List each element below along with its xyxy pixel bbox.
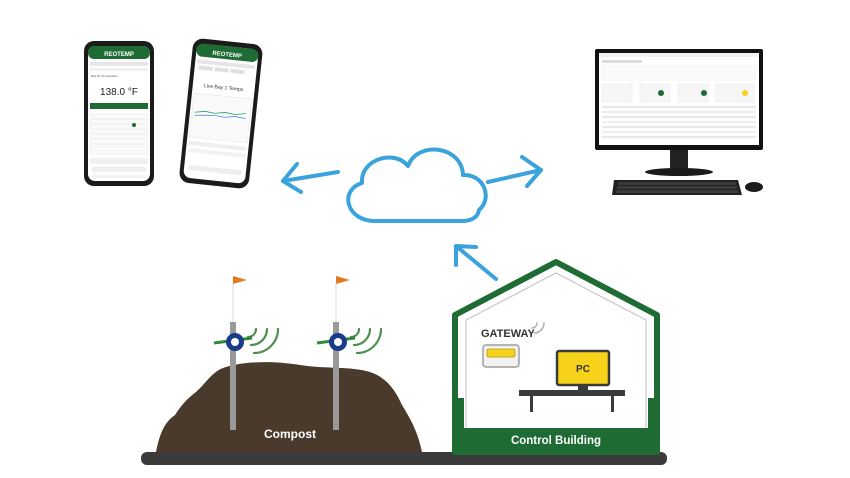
phone2-brand: REOTEMP bbox=[212, 51, 242, 60]
arrow-right-icon bbox=[486, 155, 543, 188]
compost-label: Compost bbox=[264, 427, 316, 441]
cloud-icon bbox=[346, 147, 488, 223]
keyboard bbox=[612, 180, 742, 195]
flag-icon bbox=[233, 276, 247, 284]
arrow-left-icon bbox=[281, 162, 340, 194]
phone1-reading: 138.0 °F bbox=[100, 87, 138, 98]
gateway-label: GATEWAY bbox=[481, 328, 535, 340]
control-building-label: Control Building bbox=[511, 435, 601, 447]
phone-left: REOTEMP Bay #1 Temperature 138.0 °F bbox=[84, 41, 154, 186]
wifi-signal-icon bbox=[246, 327, 280, 355]
mouse bbox=[745, 182, 763, 192]
sensor-probe-left bbox=[213, 276, 280, 430]
pc-desk: PC bbox=[519, 349, 625, 412]
ground-line bbox=[141, 452, 667, 465]
phone2-subtitle: Live Bay 1 Temps bbox=[204, 83, 244, 93]
flag-icon bbox=[336, 276, 350, 284]
phone1-brand: REOTEMP bbox=[104, 52, 134, 58]
desktop-monitor bbox=[595, 49, 763, 176]
compost-pile bbox=[156, 362, 422, 452]
pc-label: PC bbox=[576, 364, 590, 375]
sensor-probe-right bbox=[316, 276, 383, 430]
arrow-up-icon bbox=[454, 244, 498, 281]
phone-right: REOTEMP Live Bay 1 Temps bbox=[179, 38, 263, 189]
phone1-header: Bay #1 Temperature bbox=[91, 74, 118, 78]
wifi-signal-icon bbox=[349, 327, 383, 355]
wifi-signal-icon bbox=[531, 322, 545, 334]
gateway-device: GATEWAY bbox=[481, 322, 545, 368]
